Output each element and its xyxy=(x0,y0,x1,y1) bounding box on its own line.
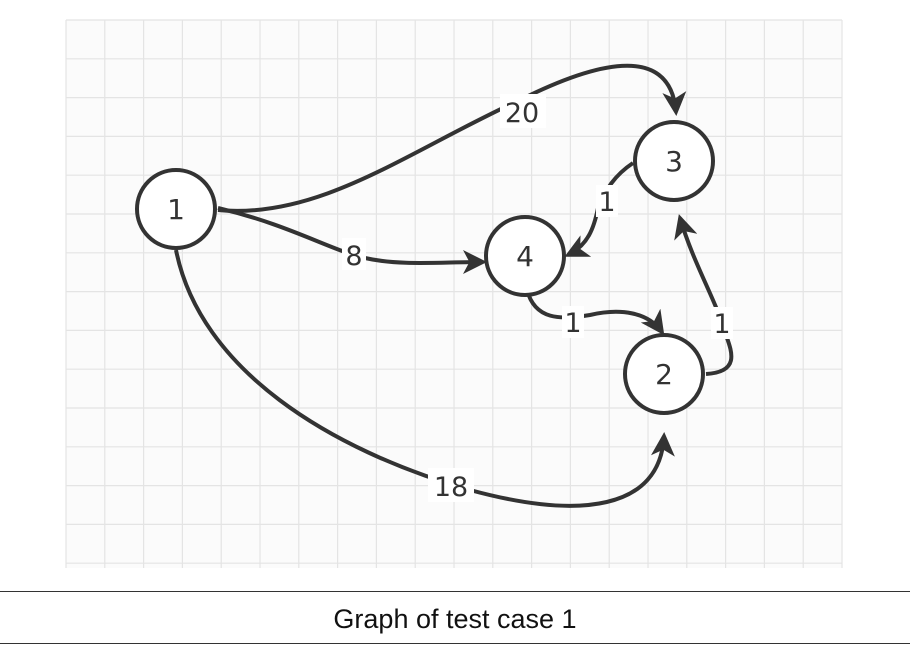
node-1: 1 xyxy=(135,168,217,250)
edge-4-2 xyxy=(525,289,665,336)
edge-weight-3-4: 1 xyxy=(598,187,615,218)
node-3: 3 xyxy=(633,120,715,202)
node-1-label: 1 xyxy=(167,193,185,226)
node-4-label: 4 xyxy=(516,240,534,273)
node-4: 4 xyxy=(484,215,566,297)
edge-weight-1-4: 8 xyxy=(345,241,362,272)
edge-weight-1-3: 20 xyxy=(505,98,539,129)
node-2-label: 2 xyxy=(655,358,673,391)
figure-caption: Graph of test case 1 xyxy=(333,604,577,634)
edge-weight-1-2: 18 xyxy=(434,472,468,503)
caption-bottom-rule xyxy=(0,643,910,644)
caption-top-rule xyxy=(0,591,910,592)
node-2: 2 xyxy=(623,333,705,415)
edge-weight-4-2: 1 xyxy=(564,308,581,339)
node-3-label: 3 xyxy=(665,145,683,178)
edge-weight-2-3: 1 xyxy=(713,309,730,340)
